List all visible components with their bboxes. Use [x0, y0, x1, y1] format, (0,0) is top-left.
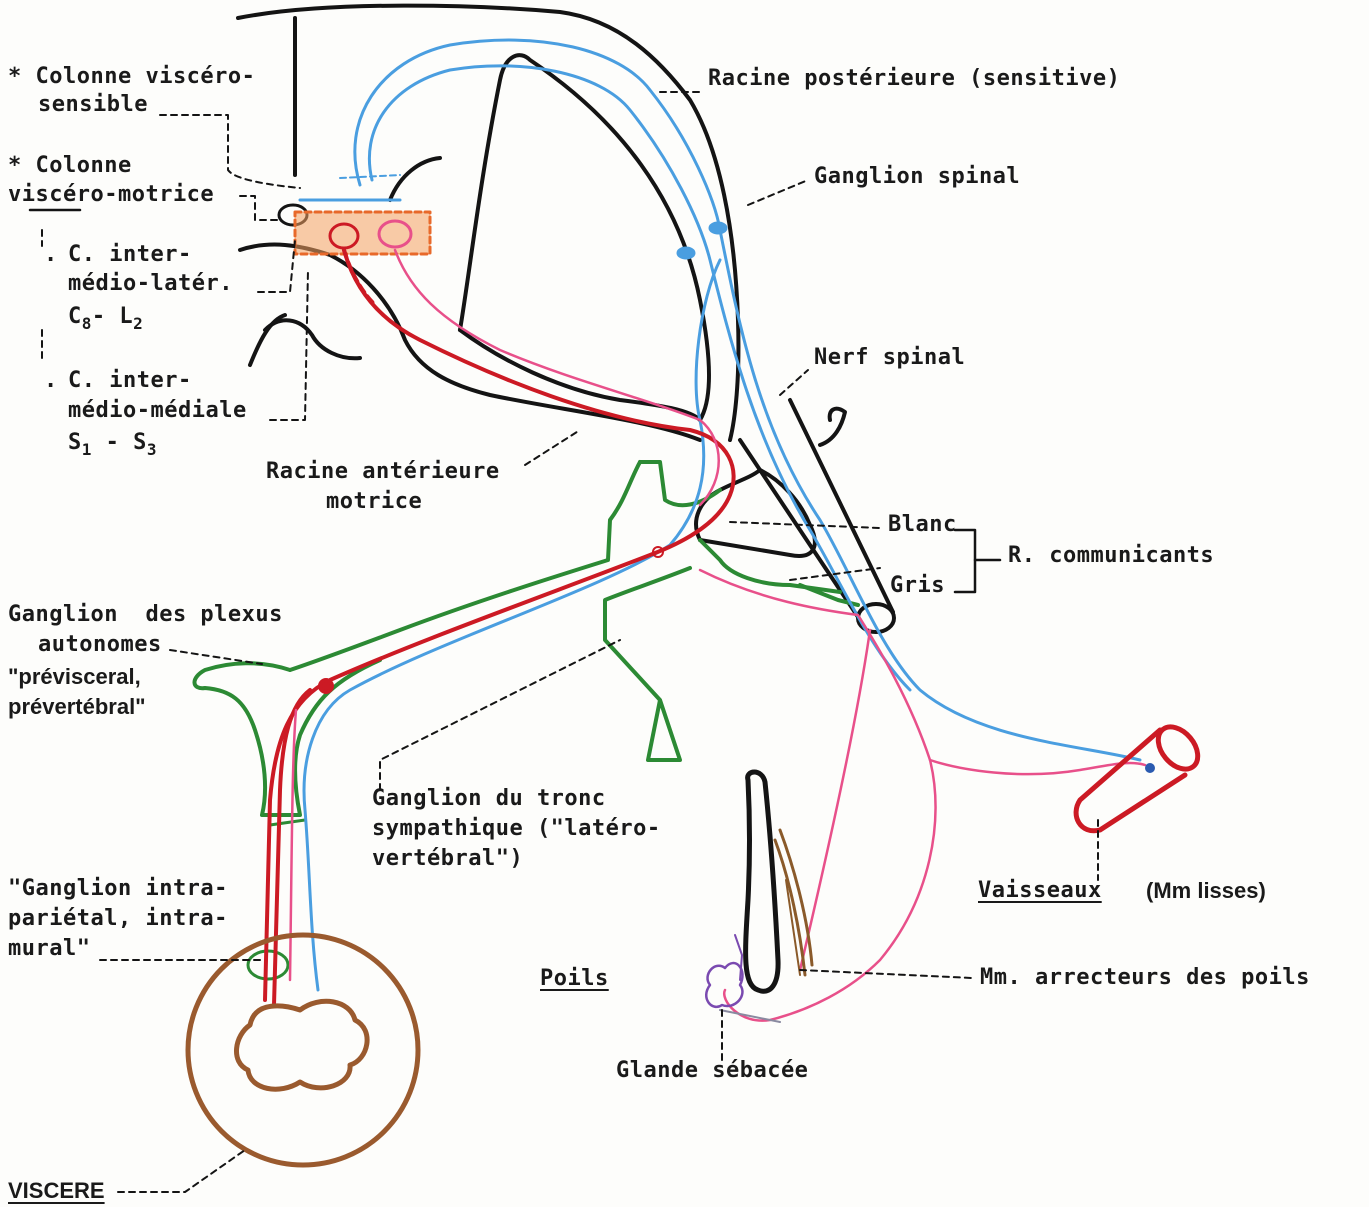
label-colonne-viscero-sensible-line2: sensible	[38, 90, 148, 120]
label-ganglion-plexus-line2: autonomes	[38, 630, 162, 660]
label-poils: Poils	[540, 964, 609, 994]
blood-vessel	[1076, 719, 1206, 830]
label-intraparietal-line1: "Ganglion intra-	[8, 874, 228, 904]
hair-follicle	[706, 772, 812, 1022]
label-inter-lat-line2: médio-latér.	[68, 269, 233, 299]
label-inter-med-segments: S1 - S3	[68, 428, 157, 465]
label-mm-arrecteurs: Mm. arrecteurs des poils	[980, 963, 1310, 993]
sympathetic-chain	[194, 462, 858, 979]
label-colonne-viscero-motrice-line1: * Colonne	[8, 151, 132, 181]
label-mm-lisses: (Mm lisses)	[1146, 876, 1266, 906]
label-ganglion-tronc-line2: sympathique ("latéro-	[372, 814, 661, 844]
label-inter-lat-line1: C. inter-	[68, 240, 192, 270]
viscus	[188, 935, 418, 1165]
label-gris: Gris	[890, 571, 945, 601]
label-inter-med-line2: médio-médiale	[68, 396, 247, 426]
label-racine-anterieure-line2: motrice	[326, 487, 422, 517]
label-ganglion-tronc-line1: Ganglion du tronc	[372, 784, 606, 814]
leader-lines	[42, 92, 1098, 1192]
label-inter-med-line1: C. inter-	[68, 366, 192, 396]
label-ganglion-tronc-line3: vertébral")	[372, 844, 523, 874]
label-inter-med-bullet: .	[44, 366, 58, 396]
label-inter-lat-bullet: .	[44, 240, 58, 270]
label-ganglion-spinal: Ganglion spinal	[814, 162, 1020, 192]
label-viscere: VISCERE	[8, 1176, 105, 1206]
label-blanc: Blanc	[888, 510, 957, 540]
label-nerf-spinal: Nerf spinal	[814, 343, 965, 373]
label-r-communicants: R. communicants	[1008, 541, 1214, 571]
label-inter-lat-segments: C8- L2	[68, 302, 143, 339]
label-racine-posterieure: Racine postérieure (sensitive)	[708, 64, 1120, 94]
label-previsceral-line1: "prévisceral,	[8, 662, 141, 692]
preganglionic-fibres	[265, 250, 734, 1005]
label-colonne-viscero-sensible-line1: * Colonne viscéro-	[8, 62, 255, 92]
label-previsceral-line2: prévertébral"	[8, 692, 146, 722]
intermediolateral-nuclei	[295, 175, 430, 254]
label-vaisseaux: Vaisseaux	[978, 876, 1102, 906]
label-ganglion-plexus-line1: Ganglion des plexus	[8, 600, 283, 630]
label-racine-anterieure-line1: Racine antérieure	[266, 457, 500, 487]
label-colonne-viscero-motrice-line2: viscéro-motrice	[8, 180, 214, 210]
label-intraparietal-line3: mural"	[8, 934, 90, 964]
label-glande-sebacee: Glande sébacée	[616, 1056, 808, 1086]
label-intraparietal-line2: pariétal, intra-	[8, 904, 228, 934]
spinal-nerve-outline	[696, 400, 894, 632]
